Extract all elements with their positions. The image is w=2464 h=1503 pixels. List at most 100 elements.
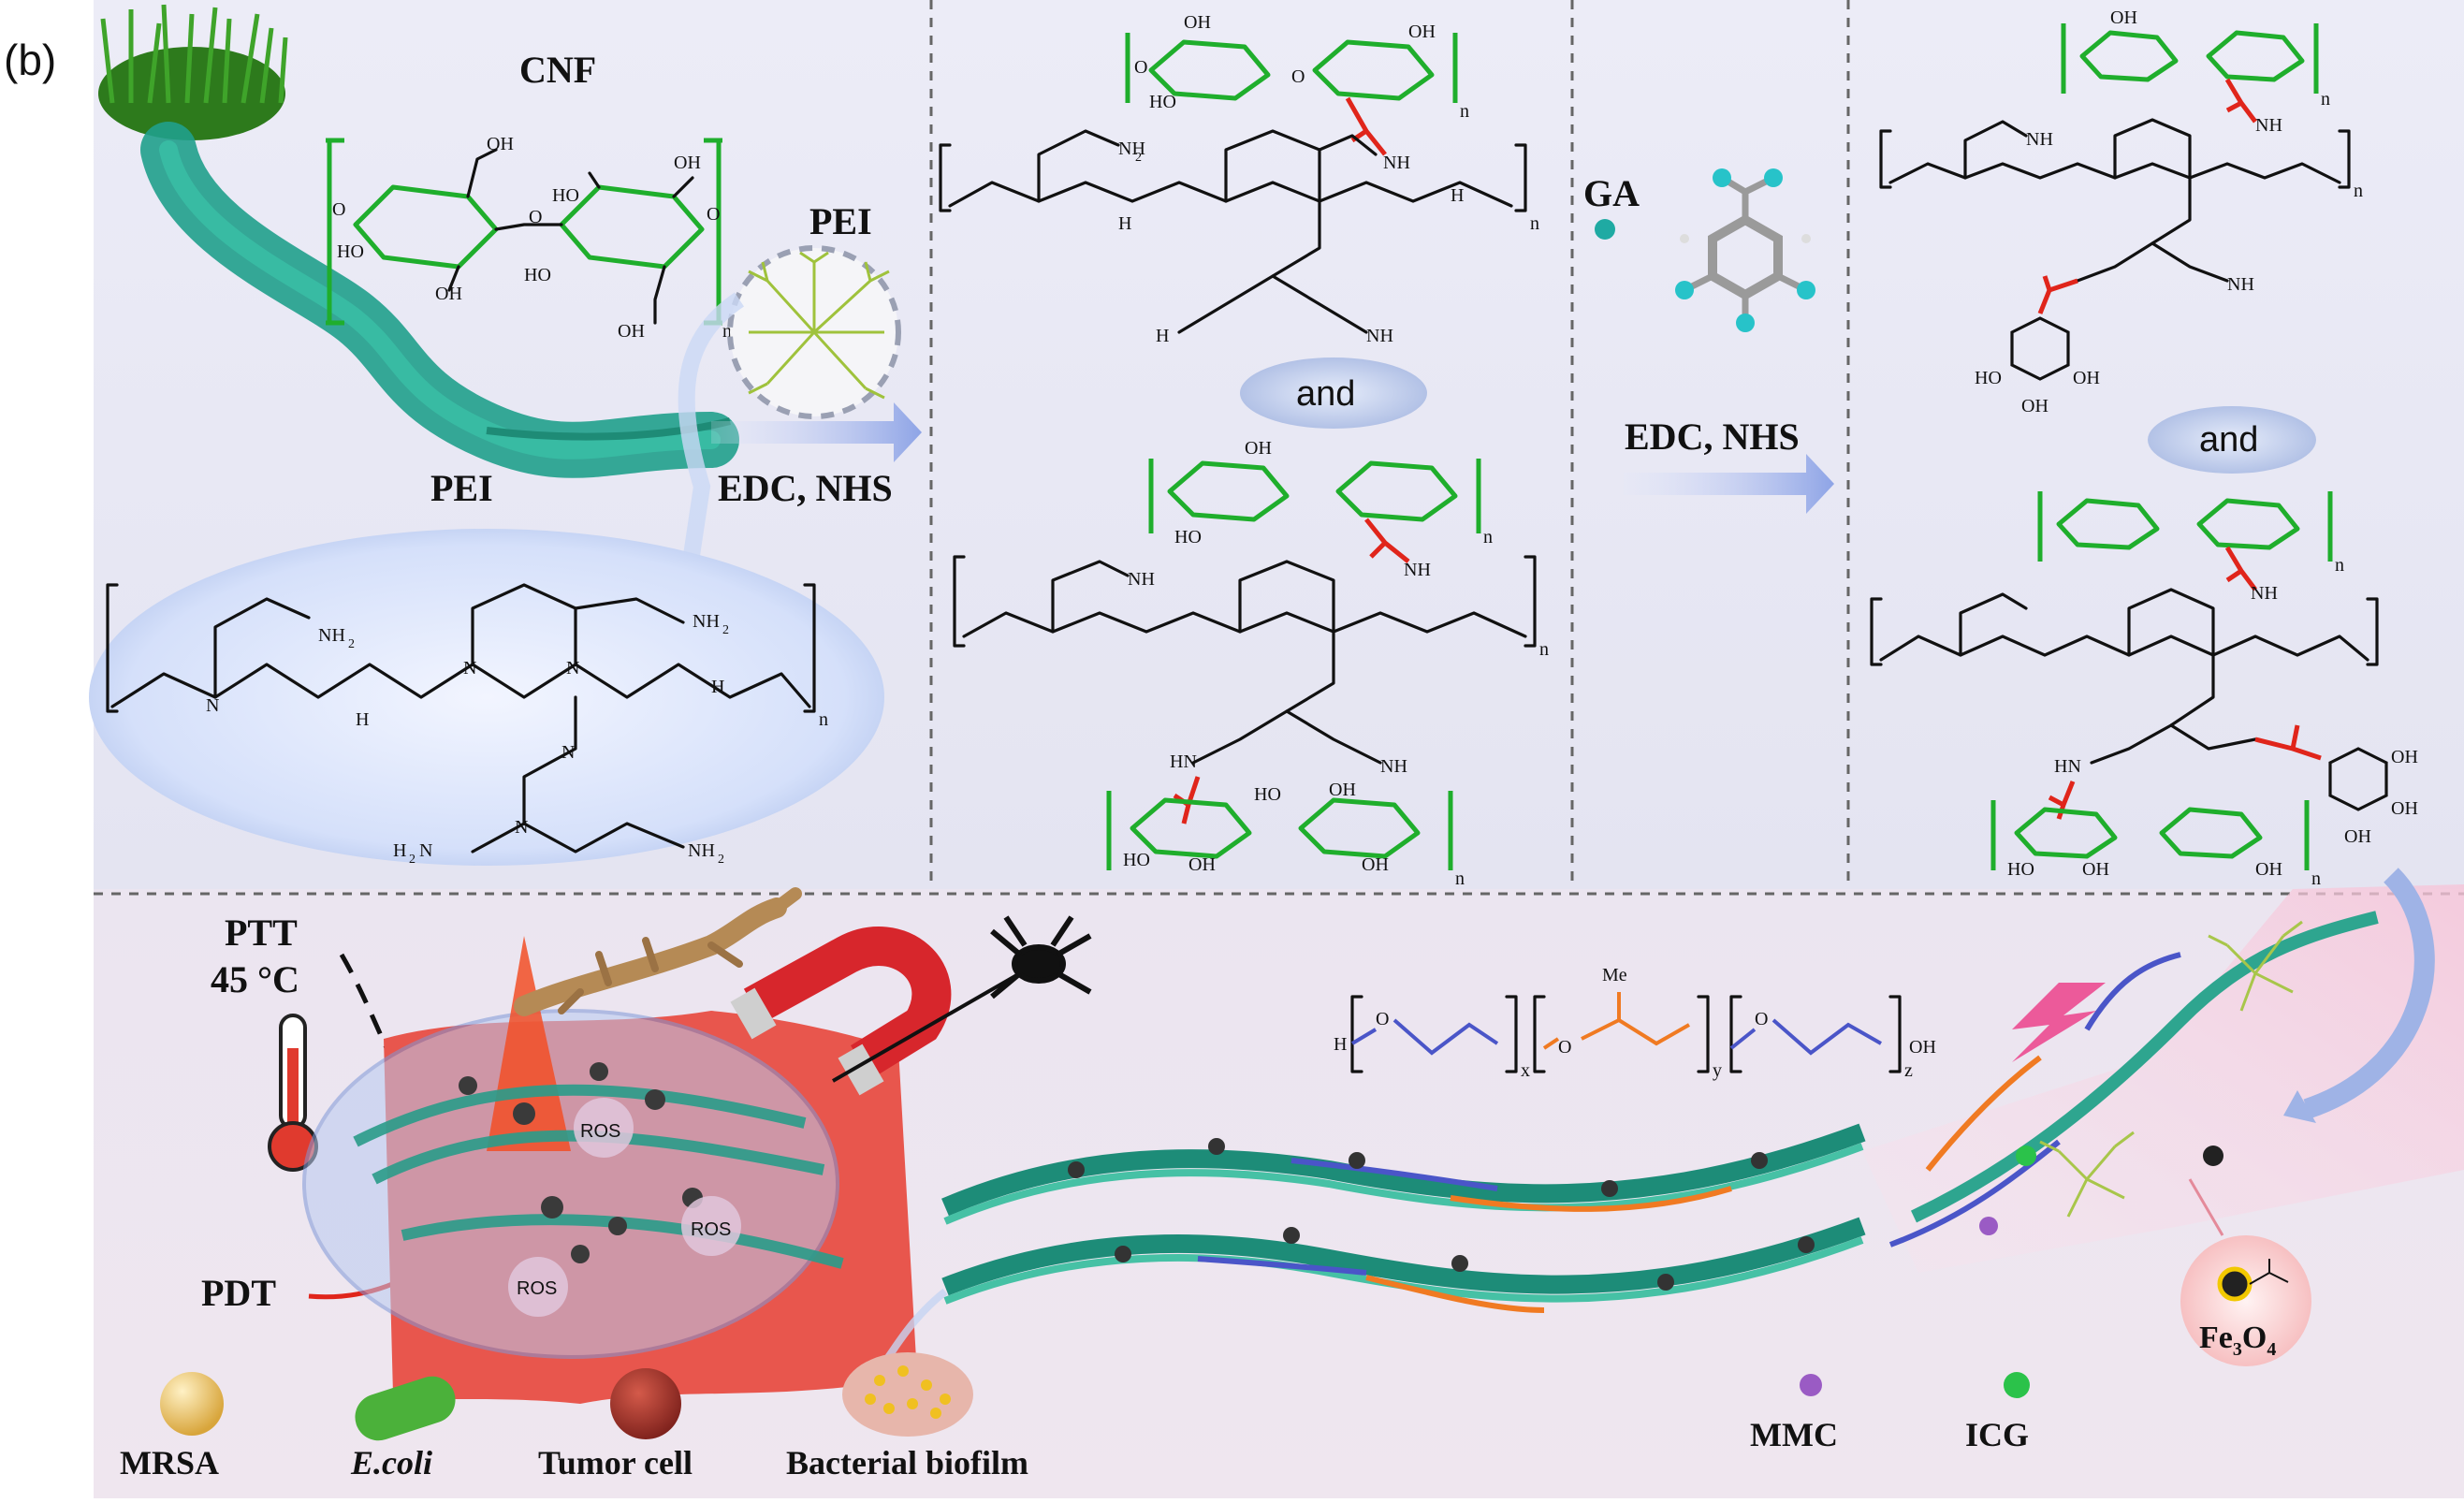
svg-text:HO: HO bbox=[337, 241, 364, 262]
svg-text:OH: OH bbox=[2391, 798, 2418, 819]
cnf-pei-bottom-unit: OH HO NH n NH NH n HN HO OH HO OH OH n bbox=[953, 438, 1549, 889]
svg-text:2: 2 bbox=[718, 853, 724, 867]
svg-text:OH: OH bbox=[1909, 1037, 1936, 1058]
svg-text:O: O bbox=[1134, 57, 1147, 78]
svg-text:NH: NH bbox=[1118, 139, 1145, 159]
legend: MRSA E.coli Tumor cell Bacterial biofilm… bbox=[120, 1352, 2030, 1481]
svg-text:OH: OH bbox=[2255, 859, 2282, 880]
svg-text:OH: OH bbox=[674, 153, 701, 173]
svg-text:HO: HO bbox=[552, 185, 579, 206]
svg-text:OH: OH bbox=[2391, 747, 2418, 767]
edc-label-2: EDC, NHS bbox=[1625, 416, 1800, 458]
svg-text:n: n bbox=[2321, 89, 2330, 109]
svg-text:N: N bbox=[419, 840, 432, 861]
svg-text:2: 2 bbox=[722, 623, 729, 637]
svg-text:H: H bbox=[711, 677, 724, 697]
svg-text:z: z bbox=[1904, 1060, 1913, 1081]
ptt-label: PTT bbox=[225, 912, 298, 954]
svg-text:NH: NH bbox=[318, 625, 345, 646]
svg-text:OH: OH bbox=[1188, 854, 1216, 875]
svg-text:O: O bbox=[1755, 1009, 1768, 1029]
svg-text:O: O bbox=[707, 204, 720, 225]
grass-icon bbox=[98, 4, 288, 140]
ros-label-3: ROS bbox=[517, 1278, 557, 1299]
svg-text:NH: NH bbox=[693, 611, 720, 632]
single-fiber bbox=[1888, 911, 2379, 1248]
svg-text:H: H bbox=[356, 709, 369, 730]
svg-text:N: N bbox=[561, 742, 575, 763]
svg-text:O: O bbox=[1558, 1037, 1571, 1058]
svg-text:O: O bbox=[1291, 66, 1305, 87]
fe3o4-nanoparticle-icon bbox=[2180, 1235, 2311, 1366]
svg-text:OH: OH bbox=[1362, 854, 1389, 875]
thermometer-icon bbox=[268, 1014, 318, 1172]
svg-text:NH: NH bbox=[1383, 153, 1410, 173]
svg-text:N: N bbox=[566, 658, 579, 679]
legend-ecoli: E.coli bbox=[350, 1444, 432, 1481]
legend-mrsa: MRSA bbox=[120, 1444, 219, 1481]
fe3o4-label: Fe3O4 bbox=[2199, 1321, 2276, 1360]
svg-text:OH: OH bbox=[2082, 859, 2109, 880]
magnet-icon bbox=[730, 927, 952, 1096]
svg-text:H: H bbox=[1334, 1034, 1347, 1055]
nanofiber-icon bbox=[140, 122, 739, 478]
pei-structure: NH 2 NH 2 N H N N N N H H 2 N NH 2 n bbox=[106, 583, 828, 867]
svg-text:HO: HO bbox=[1975, 368, 2002, 388]
svg-text:2: 2 bbox=[1135, 151, 1142, 165]
svg-text:HO: HO bbox=[1149, 92, 1176, 112]
and-badge-1 bbox=[1240, 358, 1427, 429]
svg-text:2: 2 bbox=[409, 853, 416, 867]
pei-title-right: PEI bbox=[809, 200, 872, 242]
svg-text:OH: OH bbox=[2021, 396, 2048, 416]
pdt-label: PDT bbox=[201, 1272, 276, 1314]
ga-dot bbox=[1595, 219, 1615, 240]
svg-text:OH: OH bbox=[2073, 368, 2100, 388]
svg-text:NH: NH bbox=[1380, 756, 1407, 777]
biofilm-icon bbox=[842, 1352, 973, 1437]
svg-text:y: y bbox=[1713, 1060, 1722, 1081]
ga-label: GA bbox=[1583, 172, 1640, 214]
svg-text:NH: NH bbox=[1128, 569, 1155, 590]
fiber-bundle-lower bbox=[941, 1217, 1866, 1313]
fiber-particles bbox=[1068, 1138, 1815, 1291]
svg-text:HO: HO bbox=[1174, 527, 1202, 547]
svg-text:NH: NH bbox=[2255, 115, 2282, 136]
and-badge-2 bbox=[2148, 406, 2316, 474]
svg-text:HO: HO bbox=[524, 265, 551, 285]
svg-text:OH: OH bbox=[1245, 438, 1272, 459]
legend-icg: ICG bbox=[1965, 1416, 2029, 1453]
svg-text:HO: HO bbox=[1123, 850, 1150, 870]
svg-text:H: H bbox=[1451, 185, 1464, 206]
lightning-icon bbox=[2012, 983, 2106, 1062]
tumor-cell-icon bbox=[610, 1368, 681, 1439]
cnf-pei-ga-bottom: NH n OH OH OH HN HO OH OH n bbox=[1870, 491, 2418, 889]
svg-text:n: n bbox=[1483, 527, 1493, 547]
pointer-beam bbox=[678, 292, 745, 582]
and-label-1: and bbox=[1296, 374, 1355, 414]
svg-text:OH: OH bbox=[2344, 826, 2371, 847]
pluronic-structure: H O x O Me y O z OH bbox=[1334, 965, 1936, 1081]
magnified-oval bbox=[302, 1009, 839, 1359]
temp-label: 45 °C bbox=[211, 958, 299, 1000]
cnf-pei-ga-top: OH NH n NH NH n HO OH OH bbox=[1879, 7, 2363, 416]
svg-text:H: H bbox=[393, 840, 406, 861]
svg-text:n: n bbox=[1460, 101, 1469, 122]
svg-text:NH: NH bbox=[2251, 583, 2278, 604]
svg-text:O: O bbox=[1376, 1009, 1389, 1029]
legend-biofilm: Bacterial biofilm bbox=[786, 1444, 1028, 1481]
svg-text:n: n bbox=[1539, 639, 1549, 660]
svg-text:NH: NH bbox=[1366, 326, 1393, 346]
cnf-title: CNF bbox=[519, 49, 596, 91]
svg-text:OH: OH bbox=[435, 284, 462, 304]
legend-tumor: Tumor cell bbox=[538, 1444, 693, 1481]
mrsa-icon bbox=[160, 1372, 224, 1436]
svg-text:HO: HO bbox=[2007, 859, 2034, 880]
legend-mmc: MMC bbox=[1750, 1416, 1838, 1453]
svg-text:n: n bbox=[722, 321, 732, 342]
arrow-1 bbox=[711, 402, 922, 462]
svg-text:OH: OH bbox=[487, 134, 514, 154]
svg-text:N: N bbox=[515, 817, 528, 838]
pei-oval bbox=[89, 529, 884, 866]
